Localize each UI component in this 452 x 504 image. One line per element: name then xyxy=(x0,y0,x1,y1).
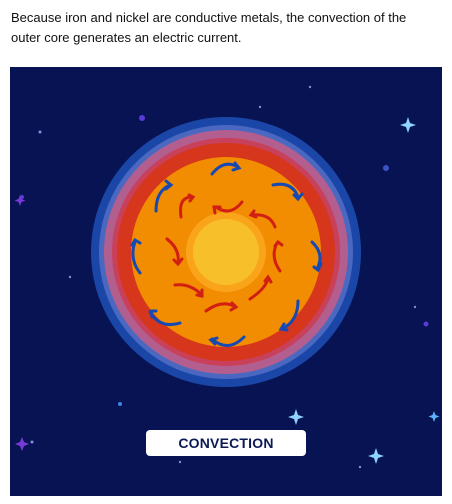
convection-label: CONVECTION xyxy=(146,430,306,456)
inner-core xyxy=(193,219,259,285)
convection-arrows xyxy=(130,161,323,347)
earth-diagram xyxy=(14,85,440,469)
convection-illustration: CONVECTION xyxy=(10,67,442,496)
caption-text: Because iron and nickel are conductive m… xyxy=(11,10,407,45)
stars xyxy=(14,85,440,469)
